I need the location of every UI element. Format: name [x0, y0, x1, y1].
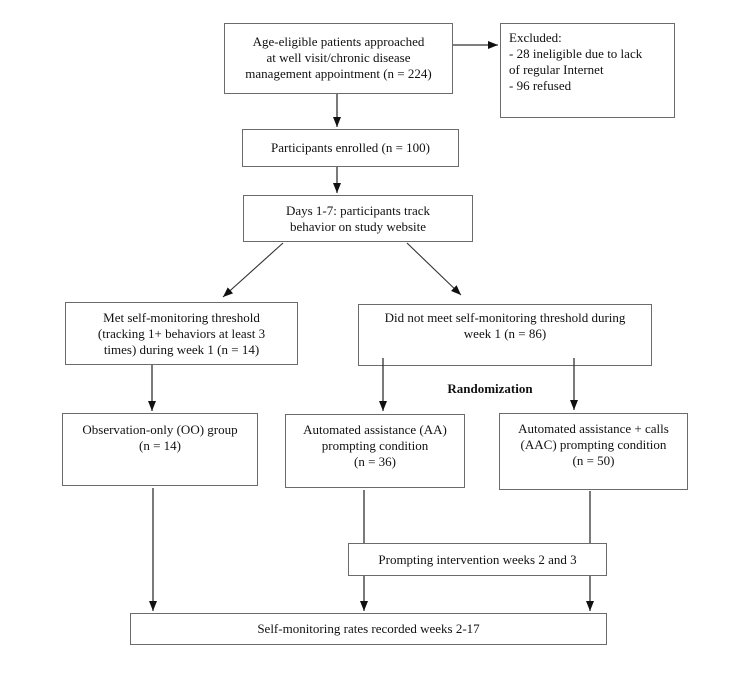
box-observation-only-group: Observation-only (OO) group (n = 14)	[62, 413, 258, 486]
box-text-line: Met self-monitoring threshold	[103, 309, 260, 325]
box-prompting-intervention: Prompting intervention weeks 2 and 3	[348, 543, 607, 576]
box-text-line: Excluded:	[509, 30, 562, 45]
box-excluded: Excluded: - 28 ineligible due to lack of…	[500, 23, 675, 118]
box-text-line: Age-eligible patients approached	[252, 34, 425, 49]
box-text-line: week 1 (n = 86)	[463, 326, 547, 341]
box-automated-assistance-calls: Automated assistance + calls (AAC) promp…	[499, 413, 688, 490]
box-days-tracking: Days 1-7: participants track behavior on…	[243, 195, 473, 242]
box-text-line: - 28 ineligible due to lack	[509, 46, 643, 61]
box-text-line: Automated assistance + calls	[518, 421, 669, 436]
box-text-line: of regular Internet	[509, 62, 604, 77]
box-text-line: Participants enrolled (n = 100)	[271, 140, 430, 155]
box-text-line: Did not meet self-monitoring threshold d…	[384, 310, 626, 325]
box-rates-recorded: Self-monitoring rates recorded weeks 2-1…	[130, 613, 607, 645]
box-not-met-threshold: Did not meet self-monitoring threshold d…	[358, 304, 652, 366]
box-text-line: Automated assistance (AA)	[303, 422, 447, 437]
box-text-line: (AAC) prompting condition	[520, 437, 667, 452]
box-text-line: (n = 36)	[354, 454, 396, 469]
box-text-line: prompting condition	[321, 438, 429, 453]
box-text-line: (n = 14)	[139, 438, 181, 453]
box-automated-assistance: Automated assistance (AA) prompting cond…	[285, 414, 465, 488]
arrow-days-to-notmet	[406, 242, 462, 296]
box-text-line: Observation-only (OO) group	[82, 422, 238, 437]
box-text-line: behavior on study website	[289, 218, 427, 234]
box-text-line: Self-monitoring rates recorded weeks 2-1…	[257, 621, 480, 636]
box-participants-enrolled: Participants enrolled (n = 100)	[242, 129, 459, 167]
box-text-line: Prompting intervention weeks 2 and 3	[378, 551, 577, 567]
box-text-line: Days 1-7: participants track	[285, 202, 431, 218]
box-text-line: at well visit/chronic disease	[266, 50, 411, 65]
box-met-threshold: Met self-monitoring threshold (tracking …	[65, 302, 298, 365]
box-text-line: times) during week 1 (n = 14)	[103, 341, 260, 357]
arrow-days-to-met	[222, 242, 284, 298]
box-text-line: management appointment (n = 224)	[245, 66, 432, 81]
box-text-line: (tracking 1+ behaviors at least 3	[97, 325, 266, 341]
box-text-line: (n = 50)	[572, 453, 615, 468]
randomization-label: Randomization	[447, 381, 533, 396]
box-text-line: - 96 refused	[509, 78, 572, 93]
box-age-eligible: Age-eligible patients approached at well…	[224, 23, 453, 94]
